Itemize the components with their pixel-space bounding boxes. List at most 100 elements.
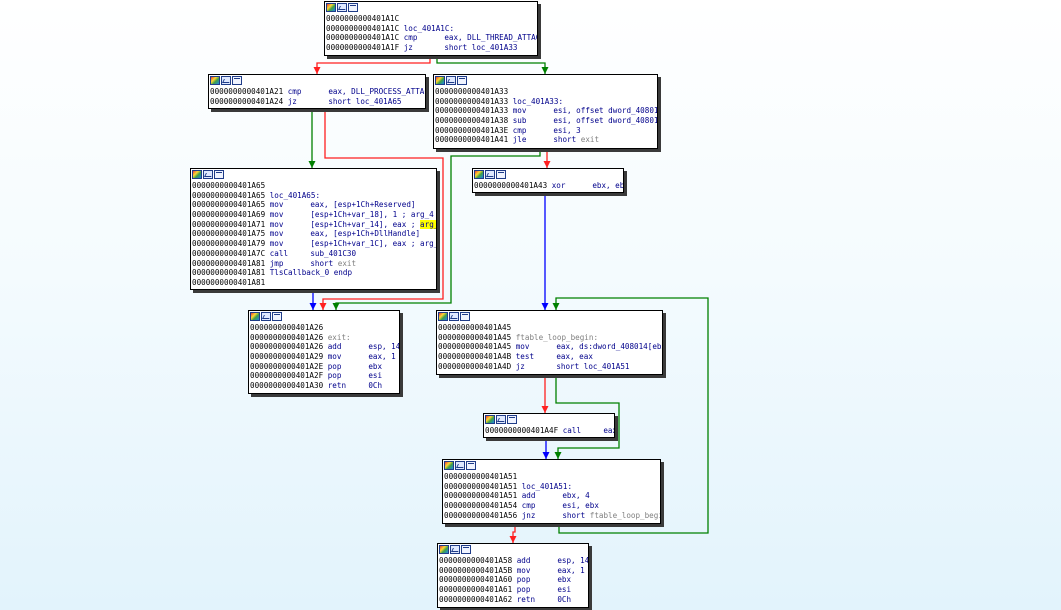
- jump-target[interactable]: exit: [580, 135, 600, 145]
- operand[interactable]: esp, 14h: [368, 342, 400, 352]
- code-line[interactable]: 0000000000401A38 sub esi, offset dword_4…: [435, 116, 657, 126]
- mnemonic[interactable]: jle: [512, 135, 527, 145]
- mnemonic[interactable]: pop: [327, 361, 342, 371]
- operand[interactable]: esp, 14h: [557, 556, 589, 565]
- operand[interactable]: esi: [368, 371, 383, 381]
- mnemonic[interactable]: pop: [327, 371, 342, 381]
- code-line[interactable]: 0000000000401A29 mov eax, 1: [250, 352, 399, 362]
- code-line[interactable]: 0000000000401A5B mov eax, 1: [439, 566, 588, 576]
- mnemonic[interactable]: mov: [515, 342, 530, 352]
- operand[interactable]: esi, offset dword_408014: [553, 116, 658, 126]
- code-line[interactable]: 0000000000401A51: [444, 472, 660, 482]
- mnemonic[interactable]: pop: [516, 575, 531, 585]
- block-401A1C[interactable]: 0000000000401A1C 0000000000401A1C loc_40…: [324, 1, 538, 56]
- mnemonic[interactable]: add: [521, 491, 536, 501]
- mnemonic[interactable]: test: [515, 352, 535, 362]
- code-line[interactable]: 0000000000401A81 jmp short exit: [192, 259, 436, 269]
- code-line[interactable]: 0000000000401A60 pop ebx: [439, 575, 588, 585]
- code-line[interactable]: 0000000000401A62 retn 0Ch: [439, 595, 588, 605]
- color-palette-icon[interactable]: [485, 415, 495, 424]
- mnemonic[interactable]: mov: [516, 565, 531, 575]
- operand[interactable]: eax, ds:dword_408014[ebx]: [556, 342, 663, 352]
- code-line[interactable]: 0000000000401A75 mov eax, [esp+1Ch+DllHa…: [192, 229, 436, 239]
- location-label[interactable]: TlsCallback_0 endp: [269, 268, 353, 278]
- operand[interactable]: eax, 1: [557, 565, 585, 575]
- operand[interactable]: 0Ch: [557, 594, 572, 604]
- code-line[interactable]: 0000000000401A45 mov eax, ds:dword_40801…: [438, 342, 662, 352]
- mnemonic[interactable]: mov: [269, 219, 284, 229]
- code-line[interactable]: 0000000000401A81: [192, 278, 436, 288]
- operand[interactable]: esi, 3: [553, 125, 581, 135]
- color-palette-icon[interactable]: [326, 3, 336, 12]
- mnemonic[interactable]: mov: [327, 352, 342, 362]
- operand[interactable]: esi, ebx: [562, 501, 599, 511]
- code-line[interactable]: 0000000000401A24 jz short loc_401A65: [210, 97, 425, 107]
- mnemonic[interactable]: sub: [512, 116, 527, 126]
- location-label[interactable]: loc_401A33:: [512, 96, 564, 106]
- operand[interactable]: eax, DLL_THREAD_ATTACH: [444, 33, 538, 43]
- block-401A43[interactable]: 0000000000401A43 xor ebx, ebx: [472, 168, 624, 193]
- code-line[interactable]: 0000000000401A81 TlsCallback_0 endp: [192, 268, 436, 278]
- text-view-icon[interactable]: [457, 76, 467, 85]
- code-line[interactable]: 0000000000401A61 pop esi: [439, 585, 588, 595]
- edge-n1-n2-false[interactable]: [316, 56, 431, 74]
- location-label[interactable]: ftable_loop_begin:: [515, 332, 599, 342]
- operand[interactable]: short: [310, 258, 338, 268]
- jump-target[interactable]: ftable_loop_begin: [589, 510, 661, 520]
- graph-overview-icon[interactable]: [261, 312, 271, 321]
- mnemonic[interactable]: retn: [516, 594, 536, 604]
- code-line[interactable]: 0000000000401A41 jle short exit: [435, 135, 657, 145]
- code-line[interactable]: 0000000000401A2E pop ebx: [250, 362, 399, 372]
- operand[interactable]: ebx: [557, 575, 572, 585]
- mnemonic[interactable]: mov: [512, 106, 527, 116]
- mnemonic[interactable]: pop: [516, 585, 531, 595]
- color-palette-icon[interactable]: [250, 312, 260, 321]
- operand[interactable]: [esp+1Ch+var_18], 1 ; arg_4: [310, 210, 434, 220]
- mnemonic[interactable]: mov: [269, 200, 284, 210]
- code-line[interactable]: 0000000000401A2F pop esi: [250, 371, 399, 381]
- operand[interactable]: eax, 1: [368, 352, 396, 362]
- block-401A33[interactable]: 0000000000401A33 0000000000401A33 loc_40…: [433, 74, 658, 149]
- operand[interactable]: short: [562, 510, 590, 520]
- mnemonic[interactable]: add: [516, 556, 531, 565]
- text-view-icon[interactable]: [348, 3, 358, 12]
- code-line[interactable]: 0000000000401A79 mov [esp+1Ch+var_1C], e…: [192, 239, 436, 249]
- code-line[interactable]: 0000000000401A26 exit:: [250, 333, 399, 343]
- mnemonic[interactable]: retn: [327, 381, 347, 391]
- mnemonic[interactable]: cmp: [403, 33, 418, 43]
- text-view-icon[interactable]: [232, 76, 242, 85]
- code-line[interactable]: 0000000000401A43 xor ebx, ebx: [474, 181, 623, 191]
- graph-overview-icon[interactable]: [449, 312, 459, 321]
- code-line[interactable]: 0000000000401A33 loc_401A33:: [435, 97, 657, 107]
- graph-overview-icon[interactable]: [337, 3, 347, 12]
- code-line[interactable]: 0000000000401A1C loc_401A1C:: [326, 24, 537, 34]
- graph-overview-icon[interactable]: [221, 76, 231, 85]
- operand[interactable]: short loc_401A65: [328, 96, 402, 106]
- operand[interactable]: eax, eax: [556, 352, 593, 362]
- code-line[interactable]: 0000000000401A3E cmp esi, 3: [435, 126, 657, 136]
- operand[interactable]: ebx, 4: [562, 491, 590, 501]
- operand[interactable]: eax, [esp+1Ch+DllHandle]: [310, 229, 421, 239]
- code-line[interactable]: 0000000000401A30 retn 0Ch: [250, 381, 399, 391]
- highlighted-operand[interactable]: arg_8: [420, 219, 436, 229]
- code-line[interactable]: 0000000000401A4D jz short loc_401A51: [438, 362, 662, 372]
- text-view-icon[interactable]: [507, 415, 517, 424]
- color-palette-icon[interactable]: [444, 461, 454, 470]
- mnemonic[interactable]: mov: [269, 239, 284, 249]
- operand[interactable]: short: [553, 135, 581, 145]
- graph-overview-icon[interactable]: [203, 170, 213, 179]
- mnemonic[interactable]: cmp: [512, 125, 527, 135]
- operand[interactable]: eax, [esp+1Ch+Reserved]: [310, 200, 416, 210]
- text-view-icon[interactable]: [272, 312, 282, 321]
- mnemonic[interactable]: jz: [515, 361, 525, 371]
- code-line[interactable]: 0000000000401A58 add esp, 14h: [439, 556, 588, 566]
- text-view-icon[interactable]: [496, 170, 506, 179]
- color-palette-icon[interactable]: [438, 312, 448, 321]
- code-line[interactable]: 0000000000401A1F jz short loc_401A33: [326, 43, 537, 53]
- code-line[interactable]: 0000000000401A26: [250, 323, 399, 333]
- color-palette-icon[interactable]: [439, 545, 449, 554]
- location-label[interactable]: exit:: [327, 332, 351, 342]
- block-401A4F[interactable]: 0000000000401A4F call eax: [483, 413, 615, 438]
- location-label[interactable]: loc_401A1C:: [403, 23, 455, 33]
